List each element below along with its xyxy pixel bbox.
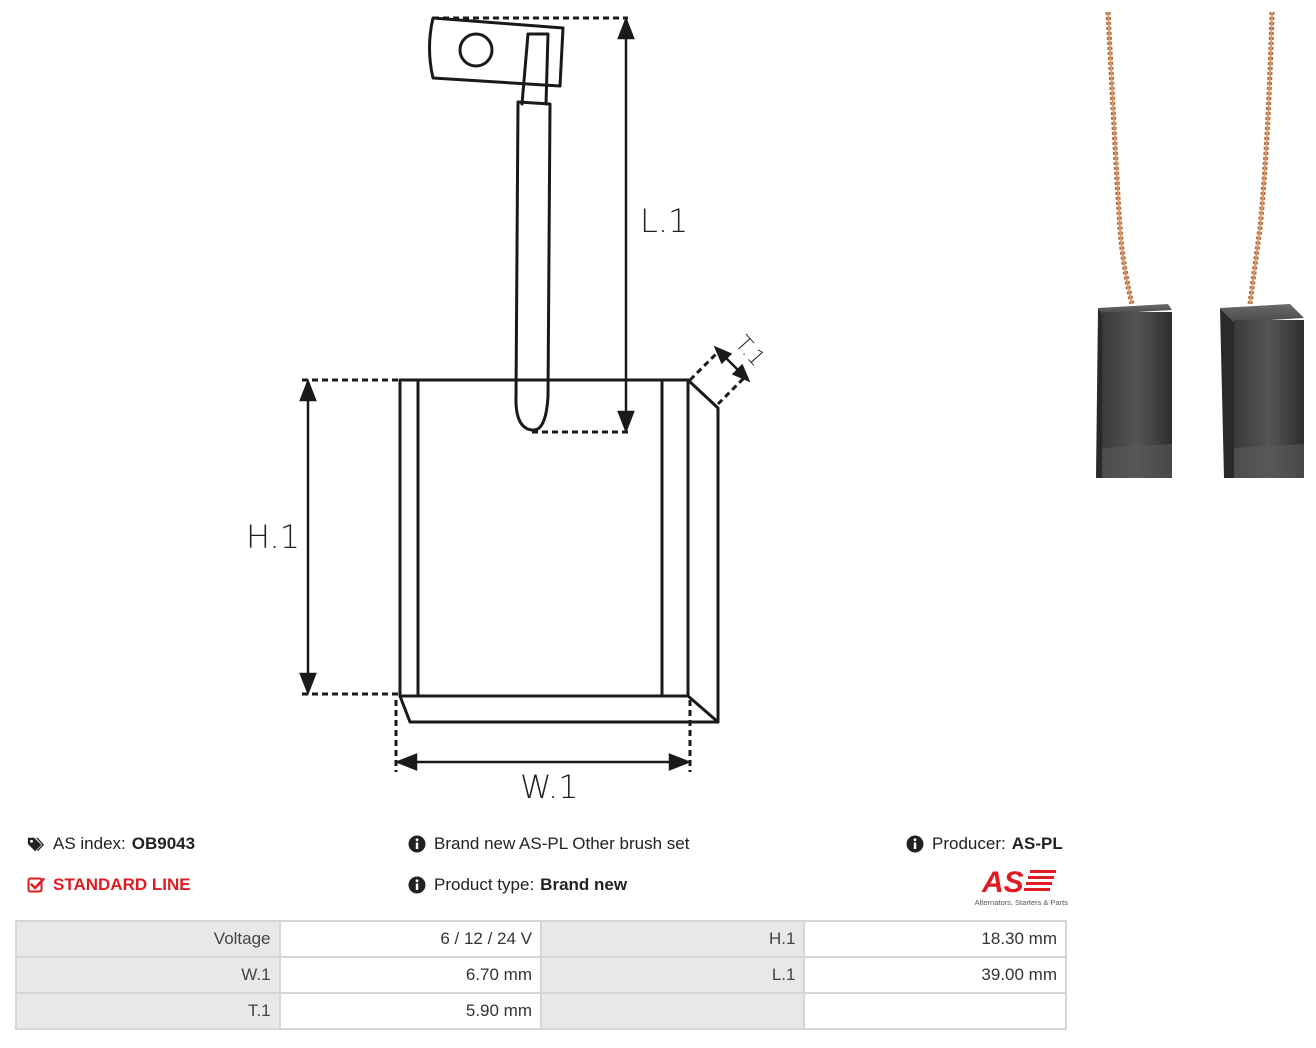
producer-value: AS-PL [1011, 834, 1063, 853]
spec-value: 5.90 mm [278, 992, 543, 1030]
t1-dimension-label: T.1 [730, 331, 770, 371]
specifications-table: Voltage 6 / 12 / 24 V H.1 18.30 mm W.1 6… [15, 920, 1067, 1030]
description-text: Brand new AS-PL Other brush set [434, 834, 690, 853]
svg-text:AS: AS [981, 866, 1024, 899]
spec-label: Voltage [15, 920, 281, 958]
as-pl-logo: AS Alternators, Starters & Parts [975, 866, 1069, 907]
product-description: Brand new AS-PL Other brush set [408, 834, 689, 854]
spec-label-empty [540, 992, 806, 1030]
left-carbon-brush [1096, 304, 1172, 478]
left-wire [1105, 11, 1135, 305]
as-index-value: OB9043 [131, 834, 196, 853]
product-photo [1096, 11, 1304, 478]
as-index-label: AS index: [53, 834, 126, 853]
checkbox-checked-icon [27, 876, 45, 894]
standard-line-badge: STANDARD LINE [27, 875, 191, 895]
spec-value: 6.70 mm [278, 956, 543, 994]
brush-dimension-diagram: L.1 H.1 W.1 T.1 [246, 16, 770, 806]
l1-dimension-label: L.1 [640, 202, 688, 240]
standard-line-text: STANDARD LINE [53, 875, 191, 894]
spec-value-empty [803, 992, 1067, 1030]
table-row: W.1 6.70 mm L.1 39.00 mm [15, 956, 1067, 994]
tags-icon [27, 835, 45, 853]
product-type: Product type: Brand new [408, 875, 627, 895]
producer: Producer: AS-PL [906, 834, 1063, 854]
spec-label: W.1 [15, 956, 281, 994]
table-row: T.1 5.90 mm [15, 992, 1067, 1030]
spec-label: T.1 [15, 992, 281, 1030]
spec-label: L.1 [540, 956, 806, 994]
info-icon [408, 876, 426, 894]
spec-value: 6 / 12 / 24 V [278, 920, 543, 958]
as-index: AS index: OB9043 [27, 834, 195, 854]
h1-dimension-label: H.1 [246, 518, 300, 556]
right-carbon-brush [1220, 304, 1304, 478]
info-icon [906, 835, 924, 853]
spec-value: 18.30 mm [803, 920, 1067, 958]
w1-dimension-label: W.1 [520, 768, 579, 806]
info-icon [408, 835, 426, 853]
right-wire [1247, 11, 1275, 305]
product-type-value: Brand new [540, 875, 628, 894]
spec-value: 39.00 mm [803, 956, 1067, 994]
spec-label: H.1 [540, 920, 806, 958]
table-row: Voltage 6 / 12 / 24 V H.1 18.30 mm [15, 920, 1067, 958]
svg-text:Alternators, Starters & Parts: Alternators, Starters & Parts [975, 898, 1069, 907]
producer-label: Producer: [932, 834, 1006, 853]
product-type-label: Product type: [434, 875, 535, 894]
